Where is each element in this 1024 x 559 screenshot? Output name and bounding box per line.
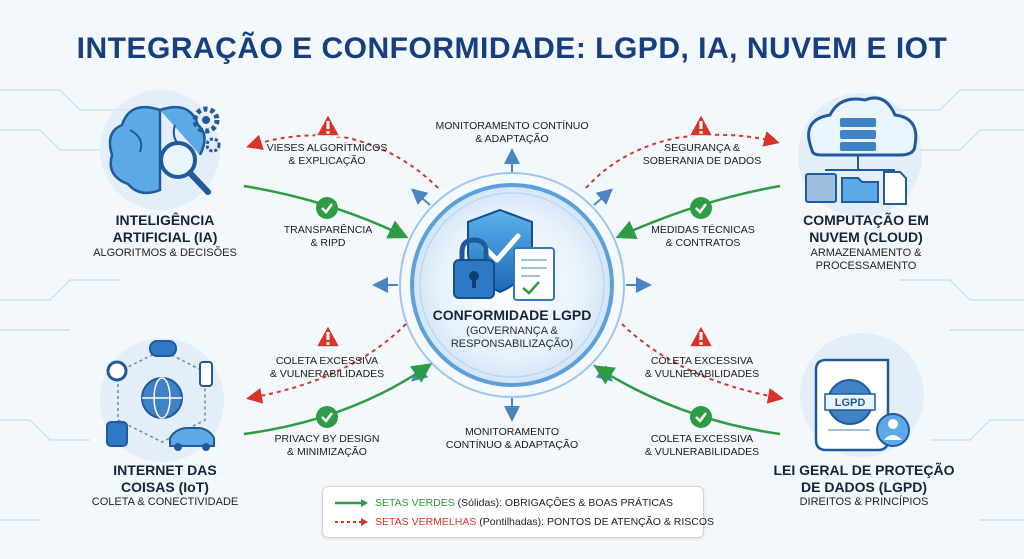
lgpd-law-icon: LGPD — [800, 333, 924, 457]
iot-network-icon — [100, 338, 224, 462]
arrow-ia-risk — [246, 134, 439, 189]
legend-green-text: (Sólidas): OBRIGAÇÕES & BOAS PRÁTICAS — [454, 497, 673, 509]
padlock-icon — [453, 237, 495, 299]
check-icon — [690, 406, 712, 428]
node-ia-title: INTELIGÊNCIA ARTIFICIAL (IA) — [112, 212, 218, 245]
check-icon — [316, 406, 338, 428]
node-lgpd-subtitle: DIREITOS & PRINCÍPIOS — [799, 496, 929, 508]
label-ia-good: TRANSPARÊNCIA & RIPD — [283, 224, 373, 249]
label-iot-risk: COLETA EXCESSIVA & VULNERABILIDADES — [269, 355, 385, 380]
arrow-iot-risk — [246, 323, 407, 404]
lgpd-badge-text: LGPD — [835, 397, 866, 409]
node-lgpd-title: LEI GERAL DE PROTEÇÃO DE DADOS (LGPD) — [773, 462, 955, 495]
legend-green-key: SETAS VERDES — [375, 497, 455, 509]
arrow-iot-good — [243, 363, 433, 436]
background-circuit-lines — [0, 89, 1024, 521]
warning-icon — [314, 112, 342, 137]
center-title: CONFORMIDADE LGPD — [432, 307, 592, 323]
label-monitor-top: MONITORAMENTO CONTÍNUO & ADAPTAÇÃO — [435, 120, 589, 145]
center-hub — [372, 148, 652, 422]
red-arrows — [246, 131, 784, 404]
legend: SETAS VERDES (Sólidas): OBRIGAÇÕES & BOA… — [322, 486, 714, 538]
label-cloud-risk: SEGURANÇA & SOBERANIA DE DADOS — [642, 142, 762, 167]
page-title: INTEGRAÇÃO E CONFORMIDADE: LGPD, IA, NUV… — [76, 32, 948, 65]
arrow-lgpd-good — [593, 365, 781, 436]
node-iot-title: INTERNET DAS COISAS (IoT) — [113, 462, 217, 495]
warning-icon — [314, 323, 342, 348]
node-cloud-title: COMPUTAÇÃO EM NUVEM (CLOUD) — [803, 212, 929, 245]
arrow-lgpd-risk — [621, 323, 784, 404]
document-icon — [513, 247, 555, 301]
node-cloud-subtitle: ARMAZENAMENTO & PROCESSAMENTO — [810, 247, 922, 273]
label-iot-good: PRIVACY BY DESIGN & MINIMIZAÇÃO — [274, 433, 380, 458]
check-icon — [316, 197, 338, 219]
brain-icon — [100, 90, 221, 210]
legend-green-arrow-icon — [335, 499, 368, 507]
label-monitor-bottom: MONITORAMENTO CONTÍNUO & ADAPTAÇÃO — [445, 426, 579, 451]
legend-red-key: SETAS VERMELHAS — [375, 516, 477, 528]
label-lgpd-good: COLETA EXCESSIVA & VULNERABILIDADES — [644, 433, 760, 458]
legend-row-green: SETAS VERDES (Sólidas): OBRIGAÇÕES & BOA… — [335, 497, 673, 509]
legend-red-arrow-icon — [335, 518, 368, 526]
label-cloud-good: MEDIDAS TÉCNICAS & CONTRATOS — [651, 224, 755, 249]
warning-icon — [687, 323, 715, 348]
legend-red-text: (Pontilhadas): PONTOS DE ATENÇÃO & RISCO… — [476, 516, 715, 528]
check-icon — [690, 197, 712, 219]
legend-row-red: SETAS VERMELHAS (Pontilhadas): PONTOS DE… — [335, 516, 714, 528]
cloud-server-icon — [798, 93, 922, 217]
node-ia-subtitle: ALGORITMOS & DECISÕES — [93, 247, 237, 259]
node-iot-subtitle: COLETA & CONECTIVIDADE — [91, 496, 239, 508]
label-lgpd-risk: COLETA EXCESSIVA & VULNERABILIDADES — [644, 355, 760, 380]
arrow-cloud-risk — [585, 131, 780, 189]
center-subtitle: (GOVERNANÇA & RESPONSABILIZAÇÃO) — [450, 325, 574, 351]
warning-icon — [687, 112, 715, 137]
label-ia-risk: VIESES ALGORÍTMICOS & EXPLICAÇÃO — [266, 142, 388, 167]
